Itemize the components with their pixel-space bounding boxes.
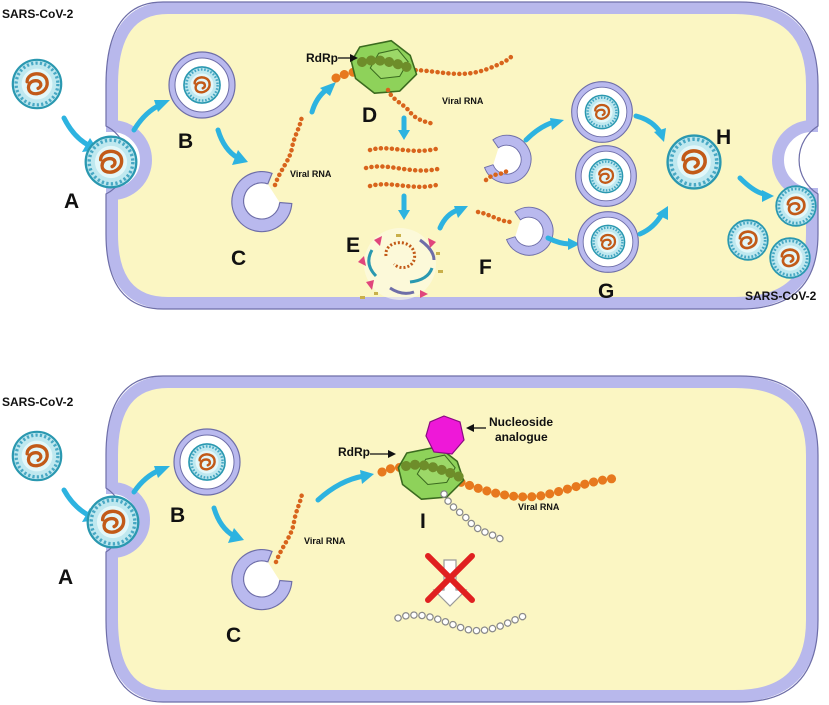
released-virion-2 (726, 218, 770, 262)
panel-1-normal-replication: SARS-CoV-2 A B Viral RNA C RdRp Viral RN… (2, 1, 819, 310)
inhibition-cross-icon (425, 553, 475, 603)
label-viral-rna-1: Viral RNA (304, 536, 346, 546)
label-step-i: I (420, 510, 426, 533)
label-viral-rna-2: Viral RNA (442, 96, 484, 106)
sars-cov-2-virion-icon (11, 430, 63, 482)
viral-protein-assembly (358, 228, 443, 300)
host-cell-2 (106, 376, 818, 702)
blocked-arrow-icon (432, 559, 468, 607)
label-step-a: A (64, 190, 79, 213)
label-sars-cov-2-in: SARS-CoV-2 (2, 395, 74, 409)
host-cell-2-outline (105, 375, 819, 703)
label-step-b: B (178, 130, 193, 153)
rna-packaging-upper (483, 167, 511, 183)
label-viral-rna-1: Viral RNA (290, 169, 332, 179)
label-step-c: C (226, 624, 241, 647)
label-sars-cov-2-in: SARS-CoV-2 (2, 7, 74, 21)
rna-packaging-lower (475, 209, 515, 225)
label-step-d: D (362, 104, 377, 127)
rna-copy-1 (367, 145, 443, 154)
rdrp-bound-rna (357, 55, 415, 73)
panel-2-nucleoside-analogue-inhibition: SARS-CoV-2 A B Viral RNA C Nucleoside an… (2, 375, 819, 703)
rdrp-bound-rna (401, 459, 467, 483)
host-cell-1 (106, 2, 818, 309)
arrow-entry (61, 115, 93, 149)
arrow-c-to-i (315, 473, 367, 503)
unreplicated-rna-core (395, 612, 527, 634)
vesicle-virion-g2 (576, 146, 637, 207)
virion-exiting-icon (665, 133, 723, 191)
virion-attaching-icon (83, 134, 139, 190)
host-cell-1-outline (105, 1, 819, 310)
nucleoside-analogue-icon (425, 415, 465, 455)
nascent-rna (385, 87, 437, 127)
vesicle-virion-g1 (572, 82, 633, 143)
viral-rna-tail (407, 53, 515, 77)
label-step-e: E (346, 234, 360, 257)
label-step-c: C (231, 247, 246, 270)
terminated-rna-strand-core (441, 491, 505, 543)
label-step-b: B (170, 504, 185, 527)
released-virion-3 (768, 236, 812, 280)
arrow-g-to-h-upper (633, 113, 663, 135)
sars-cov-2-virion-icon (11, 58, 63, 110)
label-step-a: A (58, 566, 73, 589)
rna-copy-3 (367, 181, 443, 190)
rna-copy-2 (363, 164, 445, 173)
arrow-entry (61, 487, 93, 519)
label-viral-rna-2: Viral RNA (518, 502, 560, 512)
label-sars-cov-2-out: SARS-CoV-2 (745, 289, 817, 303)
vesicle-virion-g3 (578, 212, 639, 273)
viral-rna-strand (272, 113, 305, 188)
label-step-g: G (598, 280, 614, 303)
label-step-f: F (479, 256, 492, 279)
label-rdrp: RdRp (306, 51, 338, 65)
label-nucleoside-line1: Nucleoside (489, 415, 553, 429)
released-virion-1 (774, 184, 818, 228)
label-rdrp: RdRp (338, 445, 370, 459)
viral-rna-strand (273, 491, 305, 565)
label-nucleoside-line2: analogue (495, 430, 548, 444)
virion-attaching-icon (85, 494, 141, 550)
endosome-virion-icon (174, 429, 240, 495)
label-step-h: H (716, 126, 731, 149)
endosome-virion-icon (169, 52, 235, 118)
